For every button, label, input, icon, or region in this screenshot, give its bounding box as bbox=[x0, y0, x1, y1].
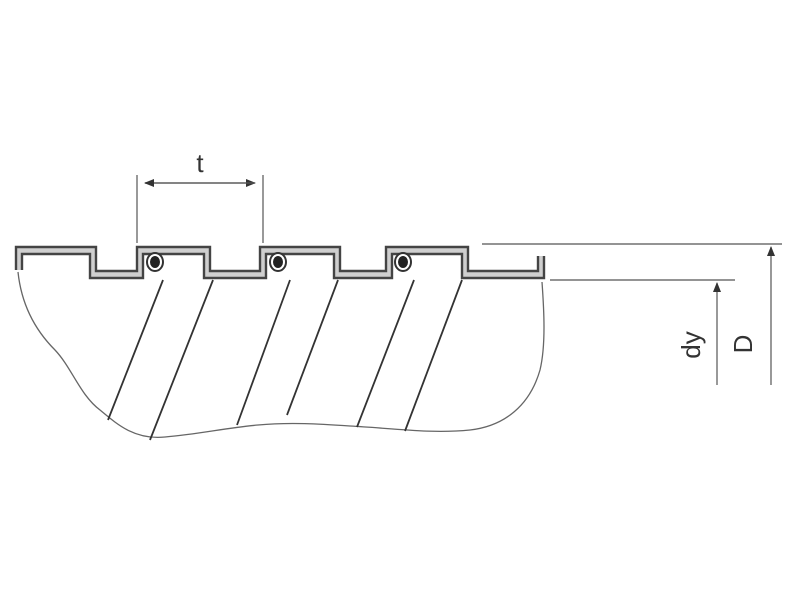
helix-line-2 bbox=[149, 279, 214, 441]
strip-profile-inner bbox=[20, 252, 546, 280]
helix-line-4 bbox=[286, 279, 339, 416]
seal-cord-3 bbox=[394, 252, 412, 272]
seal-cord-2 bbox=[269, 252, 287, 272]
helix-line-3 bbox=[236, 279, 291, 426]
helix-line-1 bbox=[107, 279, 164, 421]
seal-cord-1 bbox=[146, 252, 164, 272]
strip-profile-outer bbox=[14, 245, 540, 273]
hose-body-outline bbox=[17, 271, 545, 439]
inner-diameter-dimension: dy bbox=[676, 282, 721, 385]
pitch-label: t bbox=[196, 148, 204, 178]
outer-diameter-dimension: D bbox=[728, 246, 775, 385]
helix-line-5 bbox=[356, 279, 415, 428]
pitch-dimension: t bbox=[136, 148, 264, 243]
outer-diameter-label: D bbox=[728, 335, 758, 354]
helix-line-6 bbox=[404, 279, 463, 432]
inner-diameter-label: dy bbox=[676, 331, 706, 358]
